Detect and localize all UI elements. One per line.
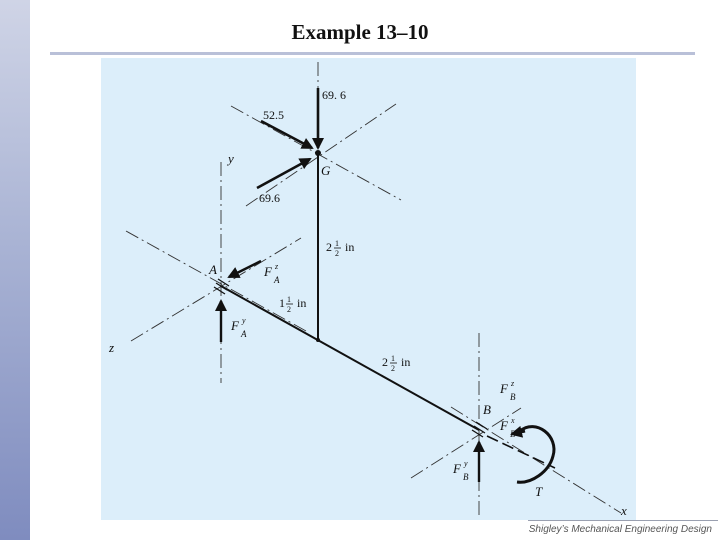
svg-text:2: 2	[335, 249, 339, 258]
svg-text:F: F	[452, 461, 462, 476]
svg-text:2: 2	[326, 240, 332, 254]
torque-arrow-head	[510, 425, 526, 438]
svg-text:F: F	[499, 418, 509, 433]
a-centerline-1	[125, 230, 307, 332]
title-divider	[50, 52, 695, 55]
svg-text:F: F	[499, 381, 509, 396]
x-axis-label: x	[620, 503, 627, 518]
dim-shaft-to-g: 2 1 2 in	[326, 239, 354, 258]
torque-label: T	[535, 484, 543, 499]
svg-text:2: 2	[382, 355, 388, 369]
svg-text:F: F	[263, 264, 273, 279]
g-centerline-2	[245, 103, 397, 207]
torque-arc	[516, 425, 556, 484]
svg-text:x: x	[510, 416, 515, 425]
fb-x-label: F x B	[499, 416, 516, 439]
fb-y-label: F y B	[452, 459, 469, 482]
svg-text:z: z	[274, 262, 279, 271]
fb-z-label: F z B	[499, 379, 516, 402]
figure-panel: 69. 6 52.5 69.6 G A B y z x 2 1 2 in 1 1…	[101, 58, 636, 520]
fa-y-label: F y A	[230, 316, 247, 339]
y-axis-label: y	[226, 151, 234, 166]
shaft-line	[220, 285, 480, 431]
svg-text:B: B	[463, 472, 469, 482]
dim-a-to-shaft: 1 1 2 in	[279, 295, 306, 314]
bearing-b-mark	[471, 421, 488, 438]
fa-z-arrow	[227, 259, 262, 279]
svg-text:2: 2	[391, 364, 395, 373]
slide-title: Example 13–10	[291, 20, 429, 44]
footer-divider	[528, 520, 718, 521]
svg-text:1: 1	[287, 295, 291, 304]
svg-text:1: 1	[279, 296, 285, 310]
shaft-junction-dot	[316, 338, 320, 342]
svg-text:A: A	[273, 275, 280, 285]
svg-text:B: B	[510, 392, 516, 402]
point-g-label: G	[321, 163, 331, 178]
side-accent-bar	[0, 0, 30, 540]
svg-text:2: 2	[287, 305, 291, 314]
a-centerline-2	[130, 237, 302, 342]
fa-z-label: F z A	[263, 262, 280, 285]
z-axis-label: z	[108, 340, 114, 355]
b-centerline-1	[410, 407, 522, 479]
gear-shaft-diagram: 69. 6 52.5 69.6 G A B y z x 2 1 2 in 1 1…	[108, 62, 627, 518]
svg-text:y: y	[463, 459, 468, 468]
g-upper-load-arrow	[260, 119, 314, 150]
bearing-a-mark	[213, 278, 230, 295]
svg-text:1: 1	[335, 239, 339, 248]
point-b-label: B	[483, 402, 491, 417]
g-lower-load-label: 69.6	[259, 191, 280, 205]
svg-text:in: in	[401, 355, 410, 369]
svg-text:in: in	[345, 240, 354, 254]
svg-text:in: in	[297, 296, 306, 310]
point-a-label: A	[208, 262, 217, 277]
svg-text:B: B	[510, 429, 516, 439]
svg-text:1: 1	[391, 354, 395, 363]
svg-text:F: F	[230, 318, 240, 333]
g-upper-load-label: 52.5	[263, 108, 284, 122]
g-vertical-load-label: 69. 6	[322, 88, 346, 102]
g-lower-load-arrow	[256, 157, 312, 190]
dim-shaft-to-b: 2 1 2 in	[382, 354, 410, 373]
svg-text:y: y	[241, 316, 246, 325]
point-g-dot	[315, 150, 321, 156]
footer-credit: Shigley’s Mechanical Engineering Design	[528, 524, 712, 535]
svg-text:A: A	[240, 329, 247, 339]
svg-text:z: z	[510, 379, 515, 388]
torque-axis-line	[486, 435, 556, 469]
